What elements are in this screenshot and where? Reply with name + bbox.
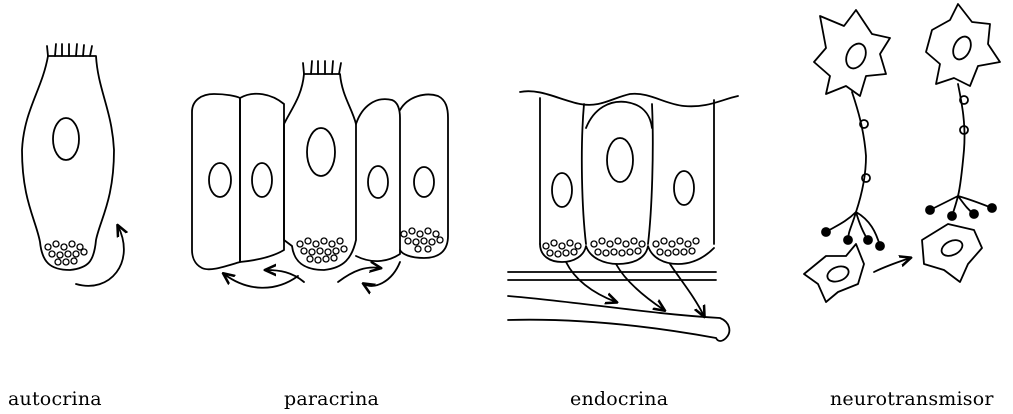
paracrine-arrow-far-right	[364, 262, 400, 286]
target-cell-1	[804, 244, 864, 302]
neuron-2-bouton	[988, 204, 996, 212]
paracrine-arrow-right	[338, 268, 380, 282]
paracrine-panel	[192, 61, 448, 288]
autocrine-arrow	[76, 226, 124, 286]
paracrine-cell-1	[192, 94, 240, 269]
caption-neurotransmisor: neurotransmisor	[830, 388, 994, 410]
autocrine-cell	[22, 56, 114, 270]
paracrine-cilia	[303, 61, 341, 74]
autocrine-cilia	[47, 44, 92, 56]
autocrine-granules	[45, 241, 87, 265]
target-cell-1-nucleus	[825, 264, 850, 285]
paracrine-cell-4	[356, 99, 400, 261]
endocrine-panel	[508, 91, 738, 341]
neuron-2-bouton	[926, 206, 934, 214]
endocrine-central-cell	[586, 102, 652, 128]
paracrine-nucleus-5	[414, 167, 434, 197]
endocrine-apical-surface	[520, 91, 738, 106]
neuron-1-soma	[814, 10, 890, 96]
paracrine-cell-2	[240, 94, 284, 262]
autocrine-panel	[22, 44, 124, 286]
endocrine-nucleus-1	[552, 173, 572, 207]
neuron-2-soma	[926, 4, 1000, 86]
caption-autocrina: autocrina	[8, 388, 102, 410]
target-cell-2-nucleus	[939, 237, 965, 259]
endocrine-cell-border-2	[582, 104, 586, 244]
paracrine-nucleus-4	[368, 166, 388, 198]
neuron-1-bouton	[844, 236, 852, 244]
paracrine-arrow-left	[224, 274, 298, 288]
endocrine-arrow-1	[566, 262, 616, 302]
neuron-2-axon	[958, 84, 965, 196]
neuron-1-axon	[852, 92, 866, 212]
autocrine-nucleus	[53, 118, 79, 160]
neuron-1-bouton	[876, 242, 884, 250]
neuron-2-bouton	[948, 212, 956, 220]
neuron-2-bouton	[970, 210, 978, 218]
endocrine-arrow-2	[616, 264, 664, 310]
paracrine-nucleus-2	[252, 163, 272, 197]
neurotransmitter-arrow	[874, 258, 910, 272]
neuron-2-terminals	[930, 196, 992, 216]
target-cell-2	[922, 224, 982, 282]
paracrine-cell-tall	[284, 74, 356, 270]
endocrine-nucleus-3	[674, 171, 694, 205]
caption-endocrina: endocrina	[570, 388, 668, 410]
neuron-2-nucleus	[950, 34, 975, 63]
neurotransmitter-panel	[804, 4, 1000, 302]
paracrine-nucleus-1	[209, 163, 231, 197]
neuron-1-bouton	[822, 228, 830, 236]
neuron-1-node	[862, 174, 870, 182]
paracrine-nucleus-3	[307, 128, 335, 176]
caption-paracrina: paracrina	[284, 388, 379, 410]
endocrine-nucleus-2	[607, 138, 633, 182]
neuron-1-bouton	[864, 236, 872, 244]
neuron-1-nucleus	[842, 40, 869, 71]
endocrine-granules	[543, 238, 699, 257]
